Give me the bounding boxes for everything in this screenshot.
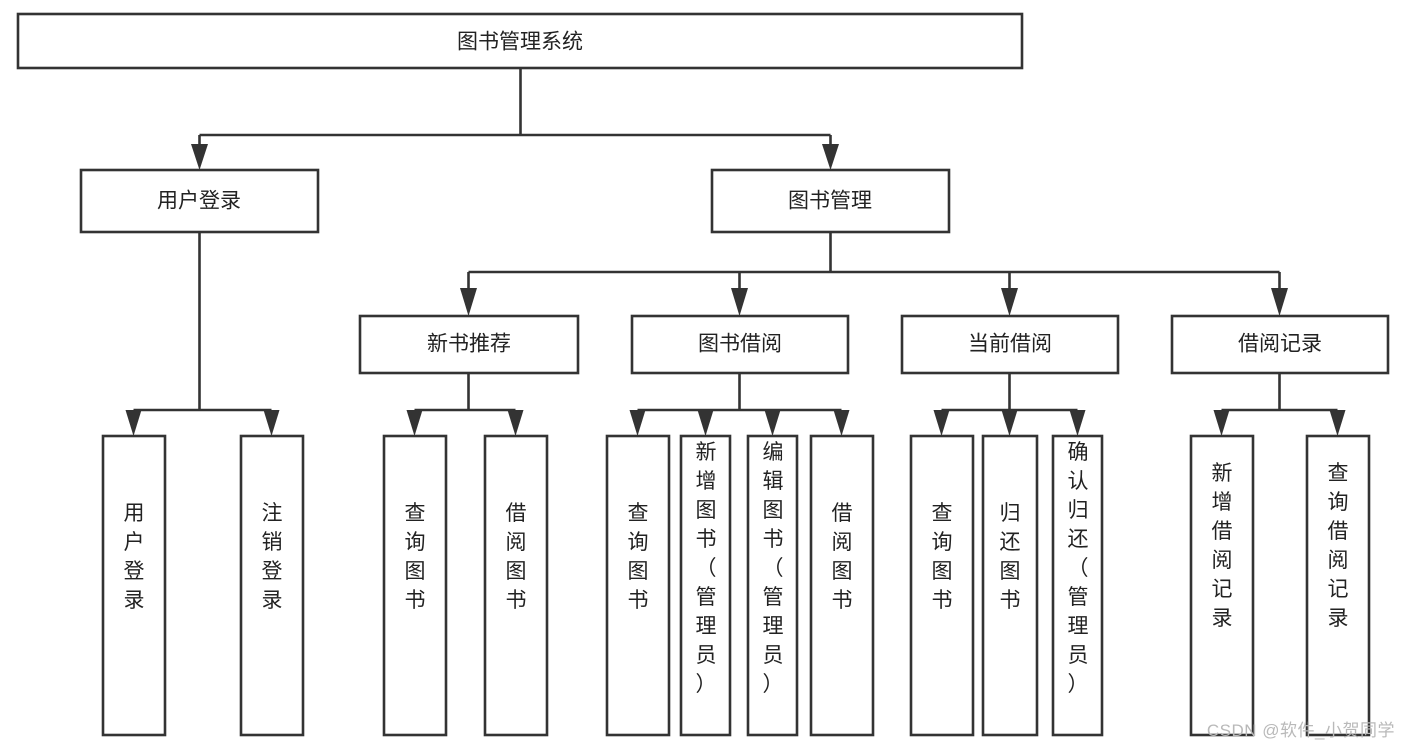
node-user-login-box[interactable]	[79, 168, 320, 234]
node-leaf-borrow-book-2-box[interactable]	[809, 434, 875, 737]
node-leaf-confirm-return-label: 确认归还（管理员）	[1068, 441, 1089, 696]
arrow-head-leaf-logout-login	[263, 410, 280, 436]
arrow-head-user-login	[191, 144, 208, 170]
node-leaf-add-book-label: 新增图书（管理员）	[696, 441, 717, 696]
arrow-head-current-borrow	[1001, 288, 1018, 316]
node-root[interactable]: 图书管理系统	[16, 12, 1024, 70]
node-leaf-query-book-1[interactable]: 查询图书	[382, 434, 448, 737]
node-leaf-borrow-book-1[interactable]: 借阅图书	[483, 434, 549, 737]
node-leaf-logout-login[interactable]: 注销登录	[239, 434, 305, 737]
arrow-head-leaf-edit-book	[764, 410, 781, 436]
node-leaf-add-borrow-record[interactable]: 新增借阅记录	[1189, 434, 1255, 737]
node-root-label: 图书管理系统	[457, 31, 583, 54]
node-leaf-confirm-return-box[interactable]	[1051, 434, 1104, 737]
node-current-borrow-box[interactable]	[900, 314, 1120, 375]
node-leaf-query-book-3-label: 查询图书	[932, 502, 953, 612]
node-leaf-add-book[interactable]: 新增图书（管理员）	[679, 434, 732, 737]
node-leaf-borrow-book-1-box[interactable]	[483, 434, 549, 737]
node-book-borrow-label: 图书借阅	[698, 333, 782, 356]
node-leaf-confirm-return[interactable]: 确认归还（管理员）	[1051, 434, 1104, 737]
node-book-management[interactable]: 图书管理	[710, 168, 951, 234]
node-book-management-box[interactable]	[710, 168, 951, 234]
node-leaf-user-login-box[interactable]	[101, 434, 167, 737]
node-root-box[interactable]	[16, 12, 1024, 70]
arrow-head-leaf-confirm-return	[1069, 410, 1086, 436]
arrow-head-leaf-query-book-1	[406, 410, 423, 436]
node-user-login[interactable]: 用户登录	[79, 168, 320, 234]
node-leaf-query-book-2-label: 查询图书	[628, 502, 649, 612]
node-book-borrow[interactable]: 图书借阅	[630, 314, 850, 375]
node-new-book-recommend[interactable]: 新书推荐	[358, 314, 580, 375]
node-leaf-query-book-3-box[interactable]	[909, 434, 975, 737]
node-leaf-edit-book[interactable]: 编辑图书（管理员）	[746, 434, 799, 737]
node-leaf-return-book-label: 归还图书	[1000, 502, 1021, 612]
node-leaf-query-book-2-box[interactable]	[605, 434, 671, 737]
arrow-head-leaf-query-book-3	[933, 410, 950, 436]
node-leaf-add-book-box[interactable]	[679, 434, 732, 737]
arrow-head-leaf-query-borrow-record	[1329, 410, 1346, 436]
node-book-borrow-box[interactable]	[630, 314, 850, 375]
node-leaf-query-borrow-record-label: 查询借阅记录	[1328, 462, 1349, 630]
arrow-head-book-borrow	[731, 288, 748, 316]
node-leaf-query-borrow-record[interactable]: 查询借阅记录	[1305, 434, 1371, 737]
node-leaf-logout-login-box[interactable]	[239, 434, 305, 737]
node-user-login-label: 用户登录	[157, 190, 241, 213]
node-leaf-query-book-1-box[interactable]	[382, 434, 448, 737]
node-current-borrow-label: 当前借阅	[968, 333, 1052, 356]
node-leaf-borrow-book-1-label: 借阅图书	[506, 502, 527, 612]
node-leaf-add-borrow-record-box[interactable]	[1189, 434, 1255, 737]
node-leaf-borrow-book-2-label: 借阅图书	[832, 502, 853, 612]
arrow-head-leaf-user-login	[125, 410, 142, 436]
node-new-book-recommend-label: 新书推荐	[427, 333, 511, 356]
arrow-head-leaf-borrow-book-2	[833, 410, 850, 436]
arrow-head-new-book-recommend	[460, 288, 477, 316]
node-leaf-add-borrow-record-label: 新增借阅记录	[1212, 462, 1233, 630]
node-leaf-user-login-label: 用户登录	[124, 502, 145, 612]
arrow-head-leaf-add-borrow-record	[1213, 410, 1230, 436]
arrow-head-leaf-add-book	[697, 410, 714, 436]
node-leaf-logout-login-label: 注销登录	[262, 502, 283, 612]
arrow-head-book-management	[822, 144, 839, 170]
node-leaf-return-book[interactable]: 归还图书	[981, 434, 1039, 737]
node-leaf-edit-book-box[interactable]	[746, 434, 799, 737]
node-leaf-edit-book-label: 编辑图书（管理员）	[763, 441, 784, 696]
arrow-head-leaf-return-book	[1001, 410, 1018, 436]
node-leaf-query-book-1-label: 查询图书	[405, 502, 426, 612]
node-book-management-label: 图书管理	[788, 190, 872, 213]
node-borrow-record-label: 借阅记录	[1238, 333, 1322, 356]
arrow-head-leaf-borrow-book-1	[507, 410, 524, 436]
node-new-book-recommend-box[interactable]	[358, 314, 580, 375]
node-leaf-query-book-2[interactable]: 查询图书	[605, 434, 671, 737]
node-borrow-record-box[interactable]	[1170, 314, 1390, 375]
node-borrow-record[interactable]: 借阅记录	[1170, 314, 1390, 375]
node-current-borrow[interactable]: 当前借阅	[900, 314, 1120, 375]
arrow-head-borrow-record	[1271, 288, 1288, 316]
node-leaf-user-login[interactable]: 用户登录	[101, 434, 167, 737]
connectors-layer	[125, 68, 1346, 436]
node-leaf-query-book-3[interactable]: 查询图书	[909, 434, 975, 737]
node-leaf-query-borrow-record-box[interactable]	[1305, 434, 1371, 737]
node-leaf-borrow-book-2[interactable]: 借阅图书	[809, 434, 875, 737]
node-leaf-return-book-box[interactable]	[981, 434, 1039, 737]
arrow-head-leaf-query-book-2	[629, 410, 646, 436]
